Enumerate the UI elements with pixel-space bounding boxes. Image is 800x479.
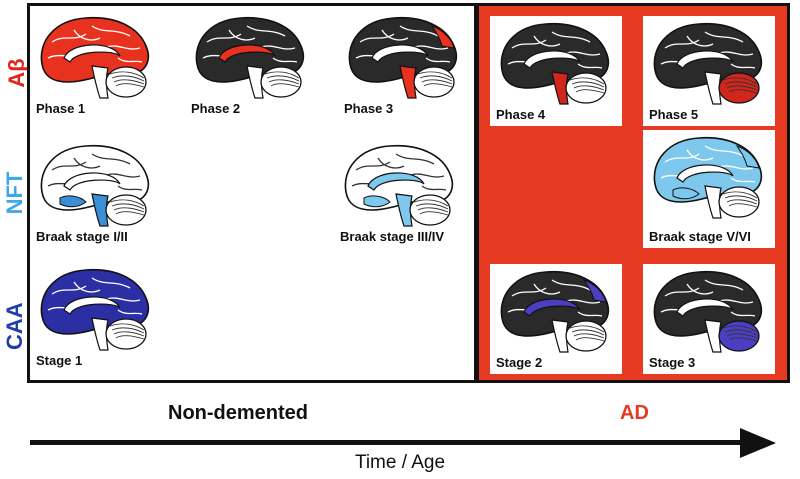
time-axis-label: Time / Age [354, 452, 446, 473]
tile-label: Phase 1 [36, 101, 86, 116]
brain-icon [195, 16, 305, 99]
group-label-ad: AD [620, 402, 649, 424]
tile-nft-braak-3-4: Braak stage III/IV [334, 138, 474, 248]
tile-label: Braak stage V/VI [649, 229, 751, 244]
brain-icon [344, 144, 454, 227]
tile-abeta-phase-3: Phase 3 [338, 10, 470, 120]
time-axis-line [30, 440, 748, 445]
brain-icon [348, 16, 458, 99]
tile-caa-stage-1: Stage 1 [30, 262, 162, 372]
tile-label: Phase 3 [344, 101, 394, 116]
tile-caa-stage-3: Stage 3 [643, 264, 775, 374]
tile-abeta-phase-4: Phase 4 [490, 16, 622, 126]
brain-icon [500, 22, 610, 105]
tile-caa-stage-2: Stage 2 [490, 264, 622, 374]
brain-icon [500, 270, 610, 353]
tile-abeta-phase-1: Phase 1 [30, 10, 162, 120]
row-label-caa: CAA [2, 302, 27, 350]
brain-icon [653, 136, 763, 219]
tile-label: Phase 4 [496, 107, 546, 122]
tile-label: Phase 2 [191, 101, 241, 116]
tile-label: Stage 1 [36, 353, 83, 368]
tile-label: Phase 5 [649, 107, 699, 122]
row-label-nft: NFT [2, 171, 27, 215]
brain-icon [40, 144, 150, 227]
tile-nft-braak-5-6: Braak stage V/VI [643, 130, 775, 248]
tile-label: Braak stage I/II [36, 229, 128, 244]
tile-label: Braak stage III/IV [340, 229, 445, 244]
brain-icon [40, 268, 150, 351]
group-label-non-demented: Non-demented [168, 402, 308, 424]
brain-icon [40, 16, 150, 99]
tile-abeta-phase-5: Phase 5 [643, 16, 775, 126]
time-axis-arrowhead [740, 428, 776, 458]
brain-icon [653, 22, 763, 105]
brain-icon [653, 270, 763, 353]
tile-label: Stage 3 [649, 355, 696, 370]
tile-nft-braak-1-2: Braak stage I/II [30, 138, 180, 248]
tile-label: Stage 2 [496, 355, 543, 370]
tile-abeta-phase-2: Phase 2 [185, 10, 317, 120]
